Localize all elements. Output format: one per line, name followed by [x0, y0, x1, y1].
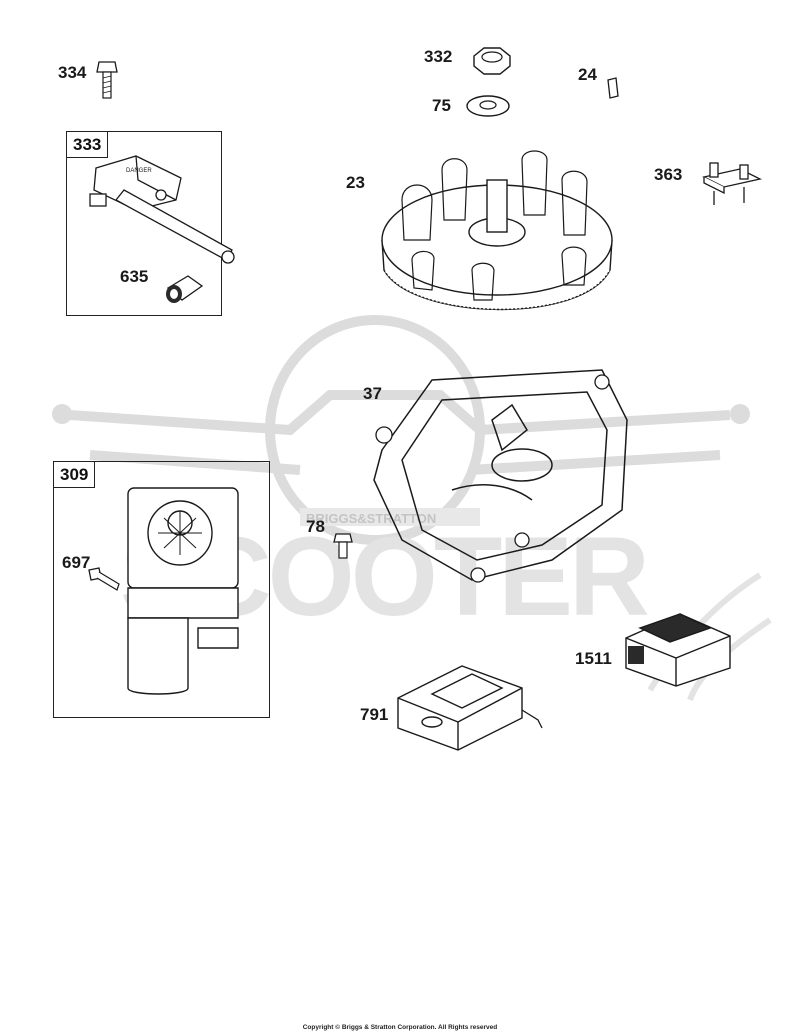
bracket-363-icon — [702, 162, 762, 205]
callout-78: 78 — [306, 517, 325, 536]
callout-332: 332 — [424, 47, 453, 66]
charger-791-icon — [397, 665, 543, 751]
copyright-footer: Copyright © Briggs & Stratton Corporatio… — [302, 1024, 498, 1031]
callout-37: 37 — [363, 384, 382, 403]
callout-24: 24 — [578, 65, 597, 84]
callout-309: 309 — [53, 461, 96, 488]
battery-1511-icon — [625, 613, 731, 687]
callout-23: 23 — [346, 173, 365, 192]
callout-75: 75 — [432, 96, 451, 115]
callout-1511: 1511 — [575, 649, 612, 668]
starter-motor-309-icon — [127, 487, 239, 695]
washer-75-icon — [466, 95, 510, 117]
callout-363: 363 — [654, 165, 683, 184]
kit-box-333: 333 — [66, 131, 222, 316]
flywheel-23-icon — [381, 150, 613, 311]
bolt-78-icon — [333, 533, 353, 559]
callout-635: 635 — [120, 267, 149, 286]
bolt-334-icon — [96, 61, 118, 99]
callout-333: 333 — [66, 131, 109, 158]
nut-332-icon — [473, 47, 511, 75]
blower-housing-37-icon — [373, 369, 628, 583]
sleeve-635-icon — [166, 275, 204, 303]
callout-791: 791 — [360, 705, 389, 724]
bolt-697-icon — [88, 567, 120, 591]
key-24-icon — [607, 77, 619, 99]
starter-switch-333-icon: DANGER — [89, 155, 235, 264]
callout-697: 697 — [62, 553, 91, 572]
svg-text:DANGER: DANGER — [126, 168, 152, 174]
kit-box-309: 309 — [53, 461, 270, 718]
callout-334: 334 — [58, 63, 87, 82]
